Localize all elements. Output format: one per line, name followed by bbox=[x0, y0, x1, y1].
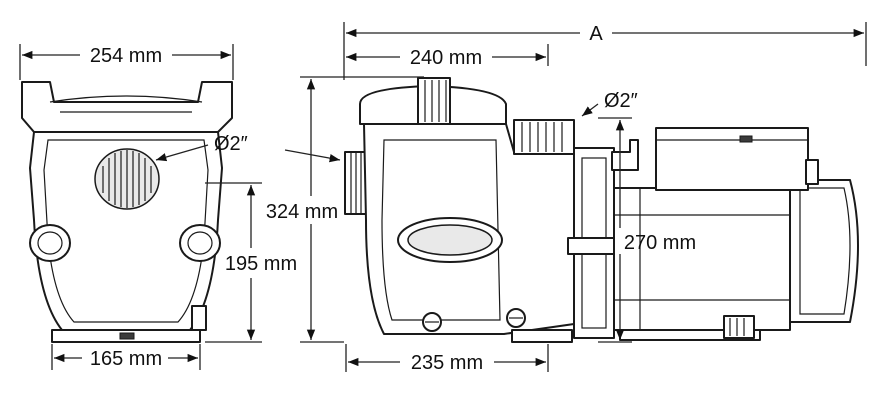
overall-length-label: A bbox=[589, 23, 603, 45]
side-view bbox=[344, 77, 859, 343]
outlet-diameter-label: Ø2″ bbox=[604, 90, 638, 112]
base-width-label: 165 mm bbox=[90, 348, 162, 370]
front-width-label: 254 mm bbox=[90, 45, 162, 67]
overall-height-label: 324 mm bbox=[266, 201, 338, 223]
inlet-diameter-label: Ø2″ bbox=[214, 133, 248, 155]
front-view bbox=[21, 81, 233, 343]
basket-length-label: 240 mm bbox=[410, 47, 482, 69]
inlet-grille bbox=[102, 150, 152, 208]
motor-height-label: 270 mm bbox=[624, 232, 696, 254]
inlet-height-label: 195 mm bbox=[225, 253, 297, 275]
base-length-label: 235 mm bbox=[411, 352, 483, 374]
